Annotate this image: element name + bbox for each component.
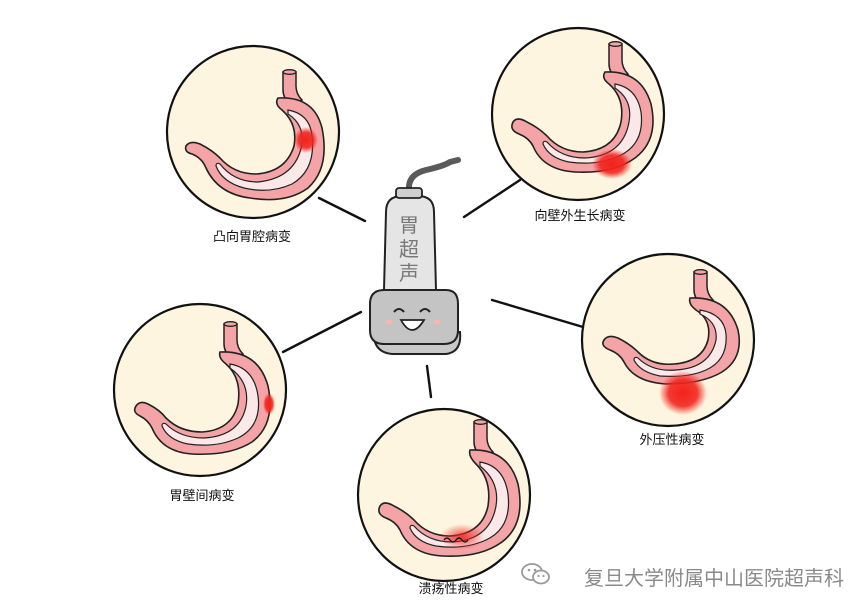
label-intramural: 胃壁间病变 [169, 489, 235, 504]
label-ulcerative: 溃疡性病变 [418, 582, 484, 597]
probe-char: 胃 [399, 213, 419, 237]
connector-extrinsic [490, 298, 585, 329]
probe-mascot [369, 157, 462, 355]
label-extrinsic: 外压性病变 [639, 433, 705, 448]
connector-intramural [281, 310, 363, 354]
panel-intraluminal [165, 44, 341, 220]
panel-exophytic [490, 26, 666, 202]
watermark-text: 复旦大学附属中山医院超声科 [584, 566, 844, 590]
connector-ulcerative [425, 364, 433, 399]
label-intraluminal: 凸向胃腔病变 [212, 230, 292, 245]
lesion-mark [592, 149, 632, 179]
probe-text: 胃 超 声 [394, 213, 424, 285]
connector-intraluminal [317, 196, 367, 223]
lesion-mark [440, 524, 484, 550]
panel-ulcerative [356, 407, 532, 583]
panel-extrinsic [580, 252, 756, 428]
lesion-mark [659, 371, 707, 415]
ulcer-edge [443, 537, 469, 543]
connector-exophytic [462, 178, 522, 219]
probe-char: 声 [399, 261, 419, 285]
lesion-mark [294, 127, 318, 153]
lesion-mark [263, 393, 275, 415]
wechat-icon [521, 563, 550, 585]
probe-char: 超 [399, 237, 419, 261]
label-exophytic: 向壁外生长病变 [534, 209, 626, 224]
panel-intramural [112, 302, 288, 478]
